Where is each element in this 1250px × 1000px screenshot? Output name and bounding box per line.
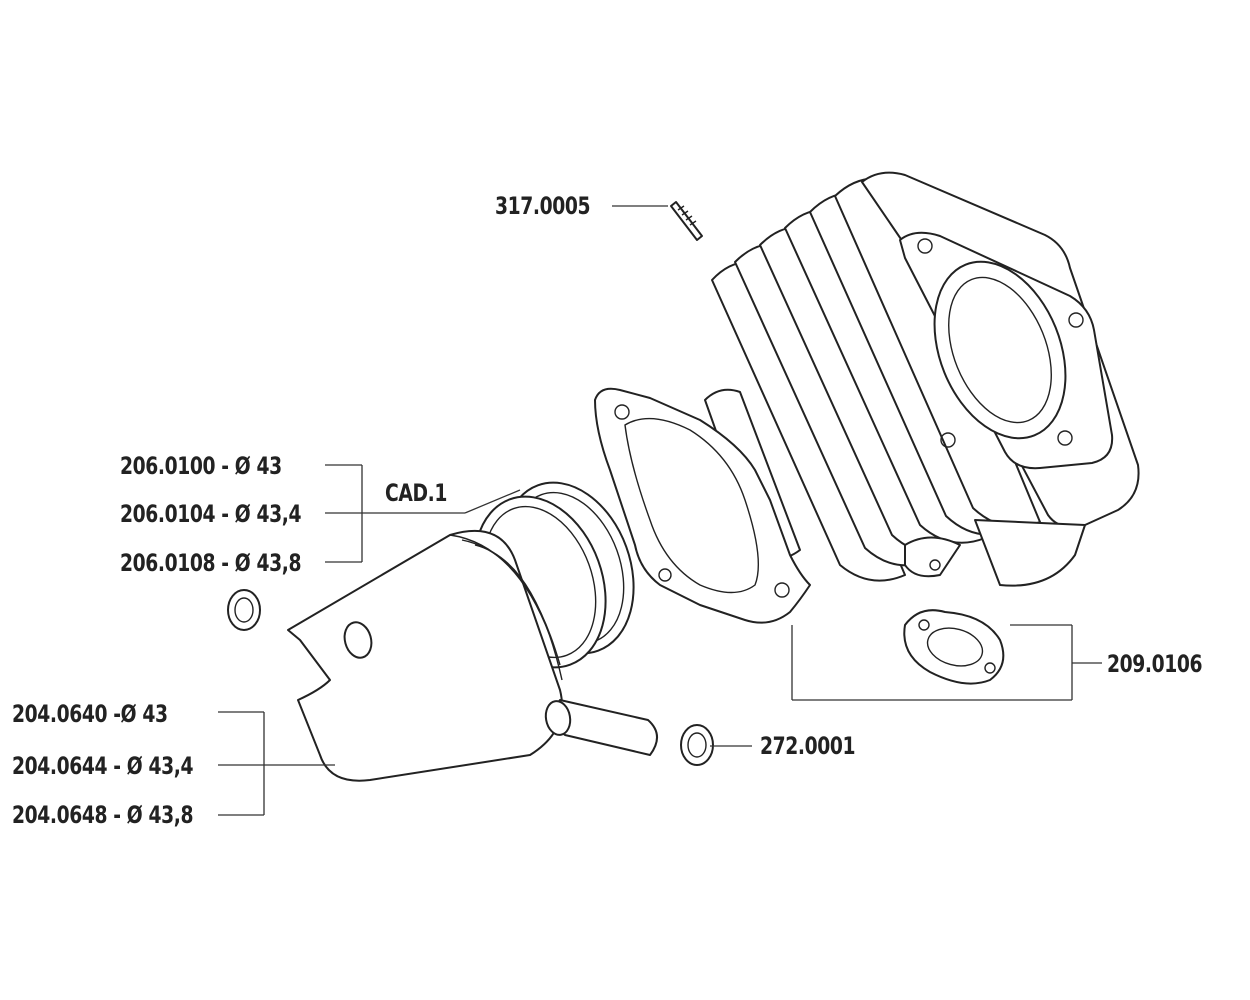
stud-bolt — [670, 201, 703, 241]
label-piston-2: 204.0644 - Ø 43,4 — [12, 752, 194, 780]
label-stud: 317.0005 — [495, 192, 591, 220]
label-clip: 272.0001 — [760, 732, 856, 760]
base-gasket — [594, 387, 811, 624]
circlip-left — [227, 589, 261, 631]
piston-pin — [544, 699, 658, 756]
label-ring-2: 206.0104 - Ø 43,4 — [120, 500, 302, 528]
label-ring-cad: CAD.1 — [385, 479, 447, 507]
circlip-right — [680, 724, 714, 766]
label-ring-1: 206.0100 - Ø 43 — [120, 452, 282, 480]
label-piston-3: 204.0648 - Ø 43,8 — [12, 801, 194, 829]
exhaust-gasket — [903, 609, 1005, 685]
leader-lines — [218, 205, 1102, 816]
label-gasket: 209.0106 — [1107, 650, 1203, 678]
piston — [287, 529, 563, 782]
label-ring-3: 206.0108 - Ø 43,8 — [120, 549, 302, 577]
label-piston-1: 204.0640 -Ø 43 — [12, 700, 168, 728]
